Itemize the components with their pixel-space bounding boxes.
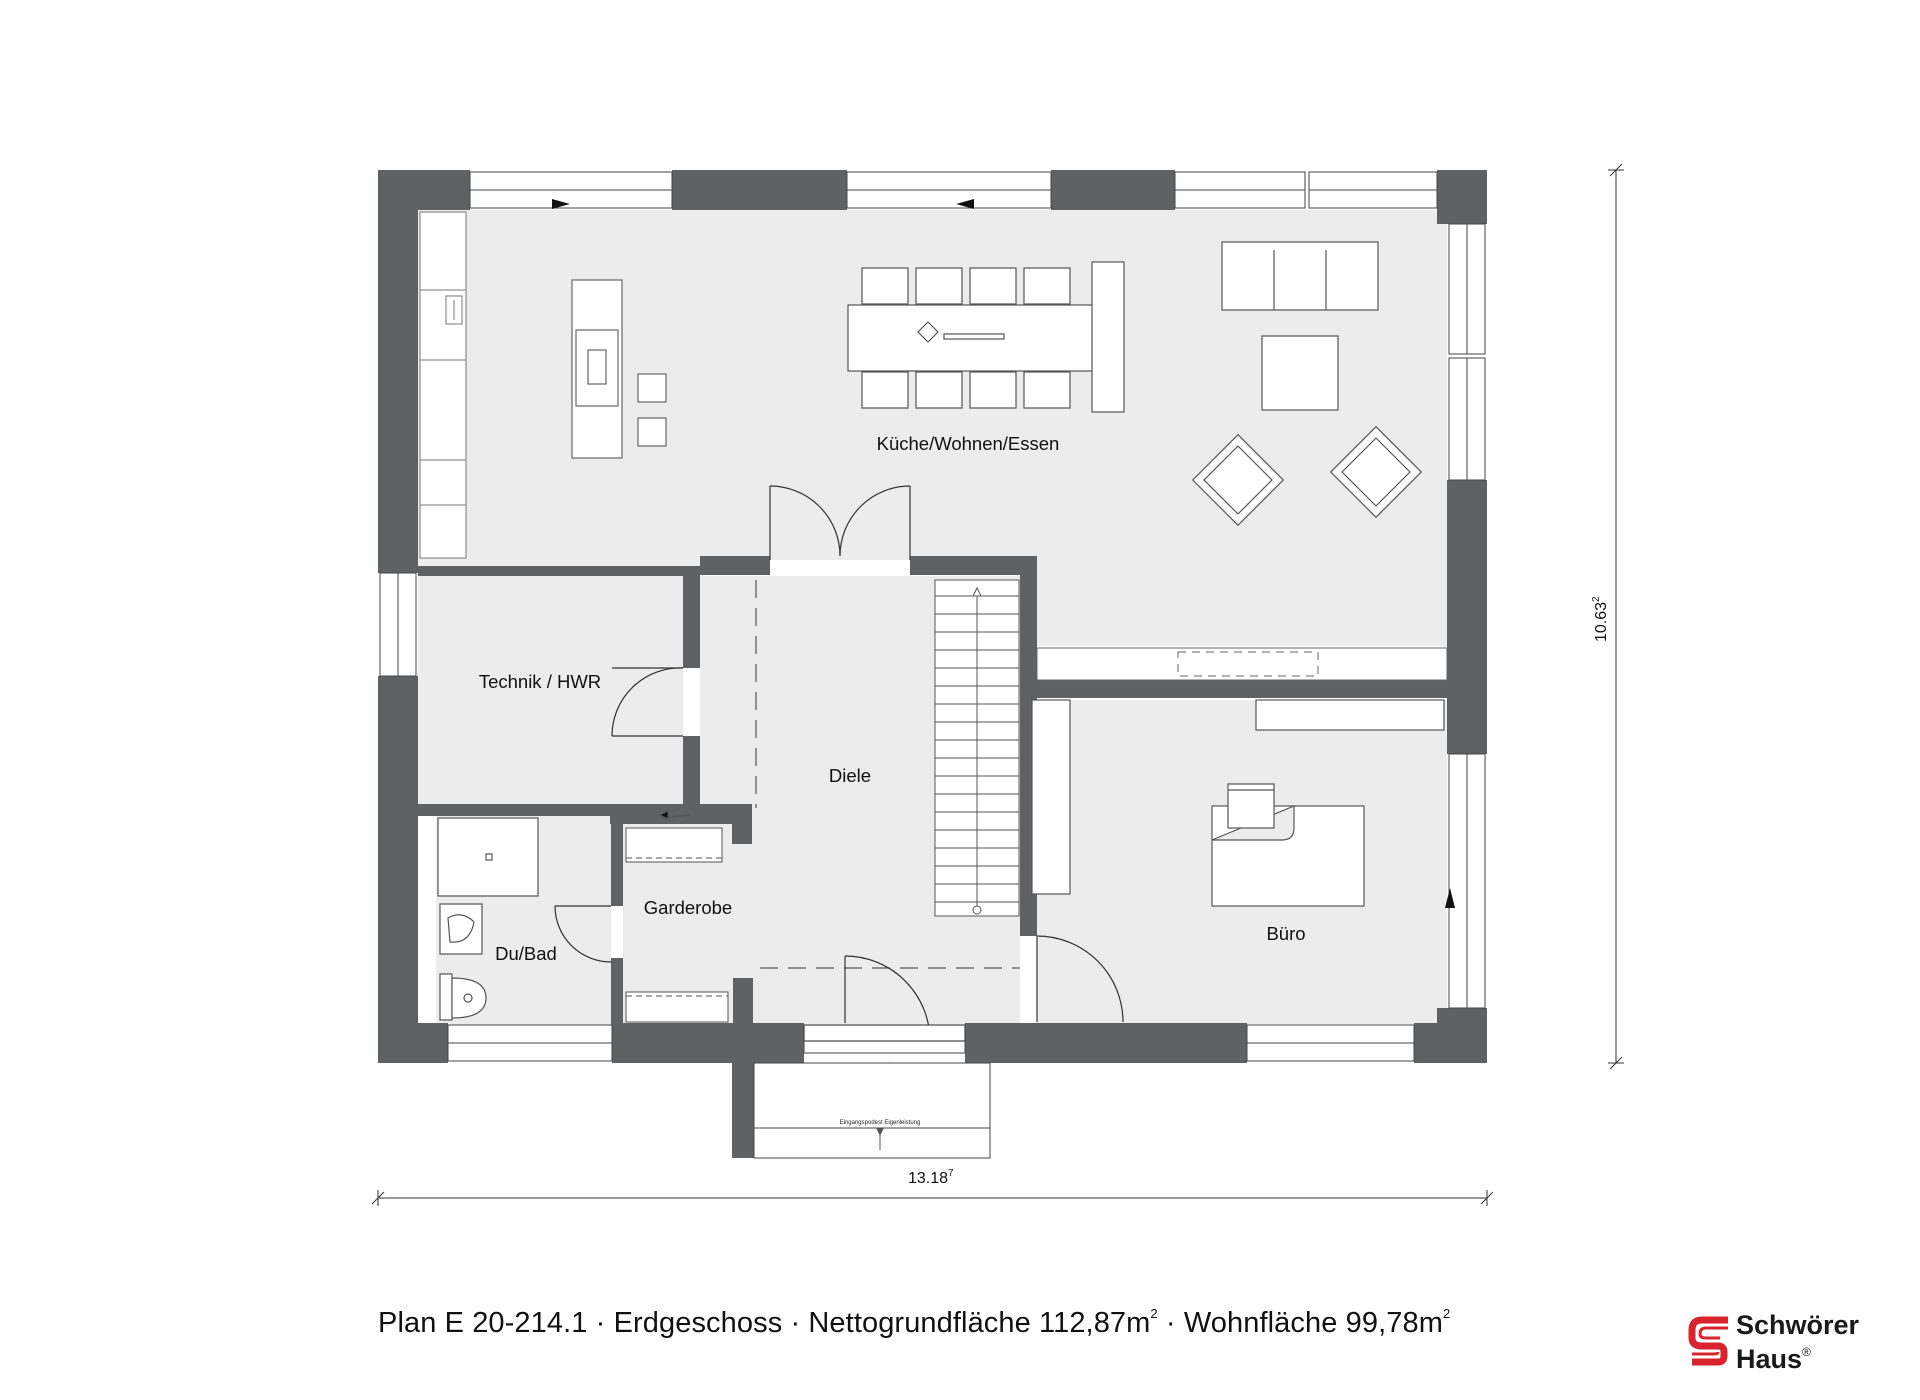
garderobe-fixtures — [625, 810, 729, 1023]
double-door — [769, 485, 911, 575]
hall-strip — [1036, 647, 1448, 681]
dining-set — [847, 261, 1125, 413]
dimension-height-label: 10.632 — [1591, 596, 1610, 642]
plan-caption: Plan E 20-214.1 · Erdgeschoss · Nettogru… — [378, 1306, 1451, 1339]
bath-door — [554, 905, 623, 963]
office-door — [1020, 935, 1124, 1023]
living-furniture — [1191, 241, 1423, 527]
bath-fixtures — [437, 817, 539, 1021]
room-label-diele: Diele — [829, 765, 871, 786]
technik-door — [611, 667, 700, 737]
entry-note: Eingangspodest Eigenleistung — [840, 1120, 921, 1126]
office-fixtures — [1031, 699, 1445, 907]
kitchen-counter — [419, 211, 467, 559]
room-label-kitchen-living: Küche/Wohnen/Essen — [877, 433, 1060, 454]
schwoerer-haus-logo: Schwörer Haus® — [1688, 1312, 1898, 1376]
room-label-technik: Technik / HWR — [479, 671, 601, 692]
walls — [378, 170, 1487, 1158]
dimension-height — [1608, 163, 1624, 1070]
entry-podest — [753, 1062, 991, 1159]
caption-net-area: Nettogrundfläche 112,87m — [808, 1307, 1151, 1339]
room-label-garderobe: Garderobe — [644, 897, 732, 918]
caption-floor: Erdgeschoss — [613, 1307, 783, 1339]
staircase — [934, 579, 1020, 917]
room-label-office: Büro — [1266, 923, 1305, 944]
logo-mark-icon — [1688, 1316, 1728, 1366]
diele-dashed — [755, 580, 1020, 969]
dimension-width-label: 13.187 — [908, 1168, 954, 1187]
kitchen-island — [571, 279, 667, 459]
room-label-bath: Du/Bad — [495, 943, 557, 964]
window-arrows — [552, 199, 1455, 908]
logo-text: Schwörer Haus® — [1736, 1310, 1860, 1374]
caption-plan: Plan E 20-214.1 — [378, 1307, 588, 1339]
dimension-width — [371, 1190, 1494, 1206]
caption-living-area: Wohnfläche 99,78m — [1183, 1307, 1443, 1339]
